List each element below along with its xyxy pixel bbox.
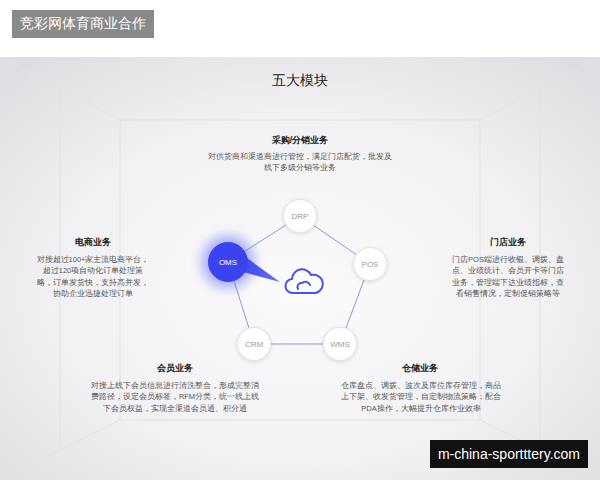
room-perspective-lines — [0, 57, 600, 480]
module-circle: CRM — [237, 327, 271, 361]
banner-label: 竞彩网体育商业合作 — [12, 10, 154, 38]
ceiling-edge — [0, 57, 600, 120]
module-code: CRM — [245, 340, 263, 349]
module-circle: WMS — [323, 327, 357, 361]
module-code: POS — [362, 260, 379, 269]
module-link — [234, 281, 249, 328]
module-link — [314, 226, 356, 255]
diagram-title: 五大模块 — [0, 72, 600, 90]
module-heading: 门店业务 — [452, 236, 564, 249]
watermark: m-china-sportttery.com — [430, 440, 588, 468]
cloud-icon — [285, 269, 322, 293]
module-heading: 仓储业务 — [365, 362, 475, 375]
cloud-inner — [297, 282, 310, 289]
module-code: DRP — [292, 212, 309, 221]
module-link — [346, 280, 364, 328]
module-description: 门店POS端进行收银、调拨、盘点、业绩统计、会员开卡等门店业务，管理端下达业绩指… — [450, 254, 566, 299]
module-heading: 采购/分销业务 — [200, 134, 400, 147]
module-code: OMS — [219, 258, 237, 267]
room-ground — [0, 57, 600, 480]
module-description: 对接超过100+家主流电商平台，超过120项自动化订单处理策略，订单发货快，支持… — [36, 254, 150, 299]
module-heading: 电商业务 — [38, 236, 148, 249]
module-description: 对接上线下会员信息进行清洗整合，形成完整消费路径，设定会员标签，RFM分类，统一… — [90, 380, 260, 414]
module-circle: POS — [353, 247, 387, 281]
back-wall — [120, 120, 480, 420]
module-heading: 会员业务 — [120, 362, 230, 375]
module-circle: DRP — [283, 199, 317, 233]
module-code: WMS — [330, 340, 350, 349]
module-circle: OMS — [208, 242, 248, 282]
cloud-outline — [285, 269, 322, 293]
floor-edge — [0, 420, 600, 480]
module-description: 仓库盘点、调拨、波次及库位库存管理，商品上下架、收发货管理，自定制物流策略；配合… — [338, 380, 504, 414]
module-link — [245, 225, 286, 251]
module-link — [271, 344, 323, 345]
module-description: 对供货商和渠道商进行管控，满足门店配货，批发及线下多级分销等业务 — [206, 151, 394, 174]
